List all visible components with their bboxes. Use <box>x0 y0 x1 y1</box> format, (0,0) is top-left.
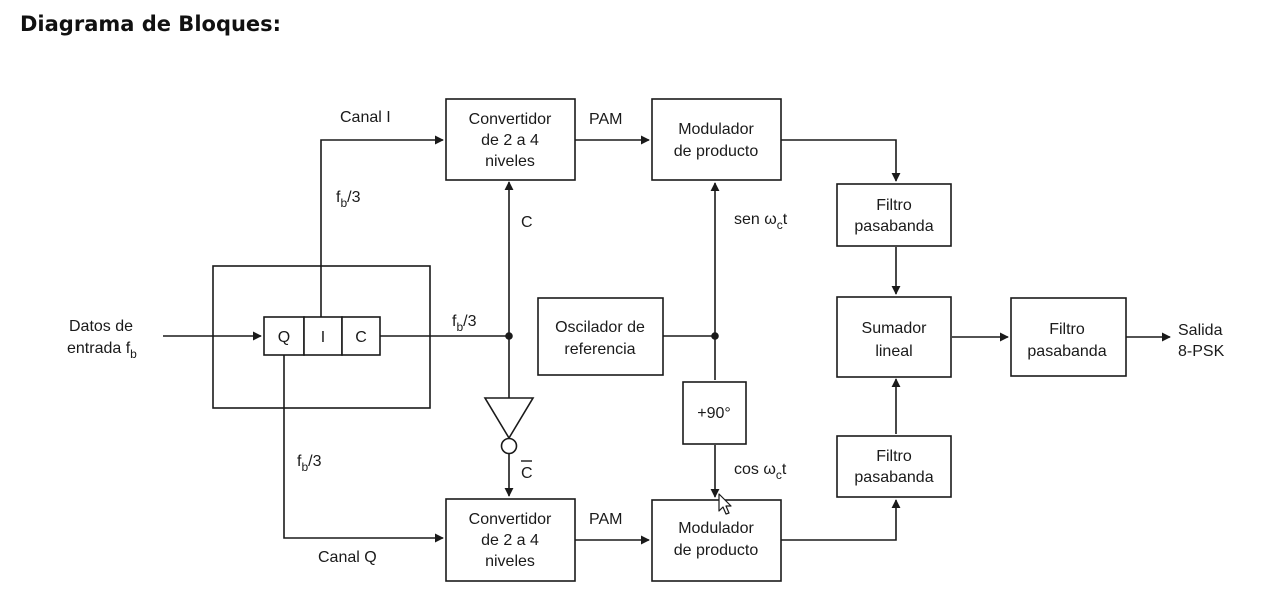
oscillator-block: Oscilador de referencia <box>537 297 664 376</box>
modulator-bottom-line2: de producto <box>674 542 759 559</box>
modulator-top-block: Modulador de producto <box>651 98 782 181</box>
osc-junction-dot <box>711 332 719 340</box>
modulator-top-line2: de producto <box>674 143 759 160</box>
filter-bottom-line1: Filtro <box>876 448 912 465</box>
output-label-line1: Salida <box>1178 322 1223 339</box>
register-cell-i: I <box>321 329 325 346</box>
mod-bottom-out-wire <box>781 499 901 541</box>
converter-bottom-line2: de 2 a 4 <box>481 532 539 549</box>
canal-i-label: Canal I <box>340 109 391 126</box>
pam-top-label: PAM <box>589 111 622 128</box>
output-label-line2: 8-PSK <box>1178 343 1225 360</box>
filter-output-line2: pasabanda <box>1027 343 1106 360</box>
filter-output-line1: Filtro <box>1049 321 1085 338</box>
filter-bottom-block: Filtro pasabanda <box>836 435 952 498</box>
c-label: C <box>521 214 533 231</box>
c-junction-dot <box>505 332 513 340</box>
filter-output-block: Filtro pasabanda <box>1010 297 1127 377</box>
pam-bottom-label: PAM <box>589 511 622 528</box>
filter-top-line1: Filtro <box>876 197 912 214</box>
oscillator-line1: Oscilador de <box>555 319 645 336</box>
converter-top-line1: Convertidor <box>469 111 552 128</box>
input-label-line1: Datos de <box>69 318 133 335</box>
converter-top-block: Convertidor de 2 a 4 niveles <box>445 98 576 181</box>
input-label-line2: entrada fb <box>67 340 137 361</box>
converter-top-line2: de 2 a 4 <box>481 132 539 149</box>
diagram-heading: Diagrama de Bloques: <box>20 12 282 36</box>
filter-top-line2: pasabanda <box>854 218 933 235</box>
sin-label: sen ωct <box>734 211 788 232</box>
rate-label-c: fb/3 <box>452 313 477 334</box>
filter-top-block: Filtro pasabanda <box>836 183 952 247</box>
rate-label-q: fb/3 <box>297 453 322 474</box>
filter-bottom-line2: pasabanda <box>854 469 933 486</box>
converter-bottom-block: Convertidor de 2 a 4 niveles <box>445 498 576 582</box>
mod-top-out-wire <box>781 139 901 182</box>
modulator-bottom-block: Modulador de producto <box>651 499 782 582</box>
converter-bottom-line1: Convertidor <box>469 511 552 528</box>
cos-label: cos ωct <box>734 461 787 482</box>
shift-register: Q I C <box>263 316 381 356</box>
oscillator-line2: referencia <box>564 341 635 358</box>
converter-top-line3: niveles <box>485 153 535 170</box>
canal-q-wire <box>283 355 444 543</box>
adder-line2: lineal <box>875 343 912 360</box>
adder-block: Sumador lineal <box>836 296 952 378</box>
inverter <box>483 397 535 455</box>
canal-i-wire <box>320 135 444 318</box>
c-bar-label: C <box>521 465 533 482</box>
canal-q-label: Canal Q <box>318 549 377 566</box>
phase-shift-block: +90° <box>682 381 747 445</box>
phase-shift-label: +90° <box>697 405 731 422</box>
splitter-frame <box>212 265 431 409</box>
modulator-top-line1: Modulador <box>678 121 754 138</box>
rate-label-i: fb/3 <box>336 189 361 210</box>
register-cell-q: Q <box>278 329 290 346</box>
mouse-cursor-icon <box>718 493 732 515</box>
modulator-bottom-line1: Modulador <box>678 520 754 537</box>
wires <box>163 135 1171 545</box>
converter-bottom-line3: niveles <box>485 553 535 570</box>
adder-line1: Sumador <box>862 320 928 337</box>
register-cell-c: C <box>355 329 367 346</box>
